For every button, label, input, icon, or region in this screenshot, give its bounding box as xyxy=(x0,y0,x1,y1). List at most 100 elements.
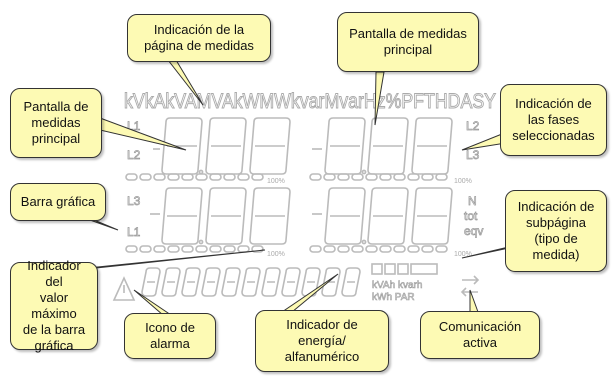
phase-label: tot xyxy=(464,209,478,223)
lcd-digit xyxy=(411,117,453,175)
phase-label: L3 xyxy=(127,194,141,208)
bar-segment xyxy=(435,173,448,181)
bar-segment xyxy=(237,245,250,253)
bar-segment xyxy=(365,173,378,181)
phase-label: L3 xyxy=(466,148,480,162)
digits-secondary-right xyxy=(324,187,453,245)
lcd-digit xyxy=(141,267,161,297)
bar-percent-label: 100% xyxy=(267,178,285,185)
unit-box xyxy=(384,263,396,275)
callout-communication: Comunicación activa xyxy=(420,311,540,359)
lcd-digit xyxy=(241,267,261,297)
unit-box xyxy=(410,263,438,275)
bar-segment xyxy=(153,173,166,181)
callout-subpage: Indicación de subpágina (tipo de medida) xyxy=(505,190,607,272)
bar-segment xyxy=(337,245,350,253)
lcd-decimal-point xyxy=(361,239,367,245)
bar-segment xyxy=(209,173,222,181)
lcd-decimal-point xyxy=(198,239,204,245)
phase-label: eqv xyxy=(464,224,483,238)
callout-energy: Indicador de energía/ alfanumérico xyxy=(255,310,389,372)
bar-segment xyxy=(167,173,180,181)
unit-box xyxy=(397,263,409,275)
lcd-decimal-point xyxy=(361,169,367,175)
bar-segment xyxy=(125,245,138,253)
digits-main-left xyxy=(161,117,291,175)
lcd-digit xyxy=(411,187,453,245)
callout-measure-page: Indicación de la página de medidas xyxy=(127,14,271,62)
lcd-top-row: kVkAkVAMVAkWMWkvarMvarHz%PFTHDASY xyxy=(124,90,496,113)
lcd-digit xyxy=(341,267,361,297)
phase-label: L2 xyxy=(466,119,480,133)
lcd-decimal-point xyxy=(198,169,204,175)
bar-segment xyxy=(421,173,434,181)
bar-segment xyxy=(195,173,208,181)
bar-segment xyxy=(251,245,264,253)
bar-percent-label: 100% xyxy=(454,178,472,185)
bar-segment xyxy=(237,173,250,181)
phase-label: N xyxy=(468,194,477,208)
bar-segment xyxy=(393,173,406,181)
lcd-digit xyxy=(205,187,247,245)
bar-graph-segments xyxy=(125,173,448,253)
bar-segment xyxy=(407,245,420,253)
callout-main-display-left: Pantalla de medidas principal xyxy=(10,88,102,158)
digits-main-right xyxy=(324,117,453,175)
energy-units-line2: kWh PAR xyxy=(372,292,415,303)
bar-segment xyxy=(351,173,364,181)
bar-segment xyxy=(379,173,392,181)
bar-segment xyxy=(337,173,350,181)
bar-segment xyxy=(181,245,194,253)
lcd-digit xyxy=(281,267,301,297)
unit-box xyxy=(371,263,383,275)
lcd-digit xyxy=(181,267,201,297)
phase-label: L2 xyxy=(127,148,141,162)
lcd-digit xyxy=(161,267,181,297)
lcd-digit xyxy=(367,117,409,175)
bar-segment xyxy=(421,245,434,253)
callout-main-display-top: Pantalla de medidas principal xyxy=(337,12,479,72)
bar-segment xyxy=(323,173,336,181)
bar-segment xyxy=(407,173,420,181)
lcd-digit xyxy=(205,117,247,175)
lcd-digit xyxy=(249,187,291,245)
bar-segment xyxy=(139,173,152,181)
lcd-digit xyxy=(201,267,221,297)
lcd-digit xyxy=(249,117,291,175)
callout-alarm-icon: Icono de alarma xyxy=(124,313,216,359)
bar-segment xyxy=(323,245,336,253)
bar-segment xyxy=(435,245,448,253)
bar-segment xyxy=(153,245,166,253)
callout-selected-phases: Indicación de las fases seleccionadas xyxy=(500,84,607,156)
callout-bar-graph: Barra gráfica xyxy=(10,183,106,221)
lcd-display: kVkAkVAMVAkWMWkvarMvarHz%PFTHDASY L1 L2 … xyxy=(112,90,497,303)
bar-segment xyxy=(365,245,378,253)
bar-percent-label: 100% xyxy=(267,251,285,258)
unit-indicators xyxy=(371,263,438,275)
bar-segment xyxy=(139,245,152,253)
lcd-digit xyxy=(324,117,366,175)
lcd-digit xyxy=(221,267,241,297)
energy-units-line1: kVAh kvarh xyxy=(372,280,422,291)
bar-segment xyxy=(393,245,406,253)
bar-segment xyxy=(181,173,194,181)
bar-segment xyxy=(223,245,236,253)
alarm-icon xyxy=(112,276,136,301)
digits-secondary-left xyxy=(161,187,291,245)
bar-segment xyxy=(209,245,222,253)
lcd-digit xyxy=(161,187,203,245)
bar-segment xyxy=(351,245,364,253)
lcd-digit xyxy=(367,187,409,245)
bar-segment xyxy=(251,173,264,181)
bar-segment xyxy=(379,245,392,253)
bar-segment xyxy=(195,245,208,253)
bar-segment xyxy=(309,245,322,253)
bar-percent-label: 100% xyxy=(454,251,472,258)
lcd-digit xyxy=(321,267,341,297)
bar-segment xyxy=(125,173,138,181)
communication-arrows-icon xyxy=(460,275,480,297)
bar-segment xyxy=(167,245,180,253)
phase-label: L1 xyxy=(127,225,141,239)
lcd-digit xyxy=(324,187,366,245)
